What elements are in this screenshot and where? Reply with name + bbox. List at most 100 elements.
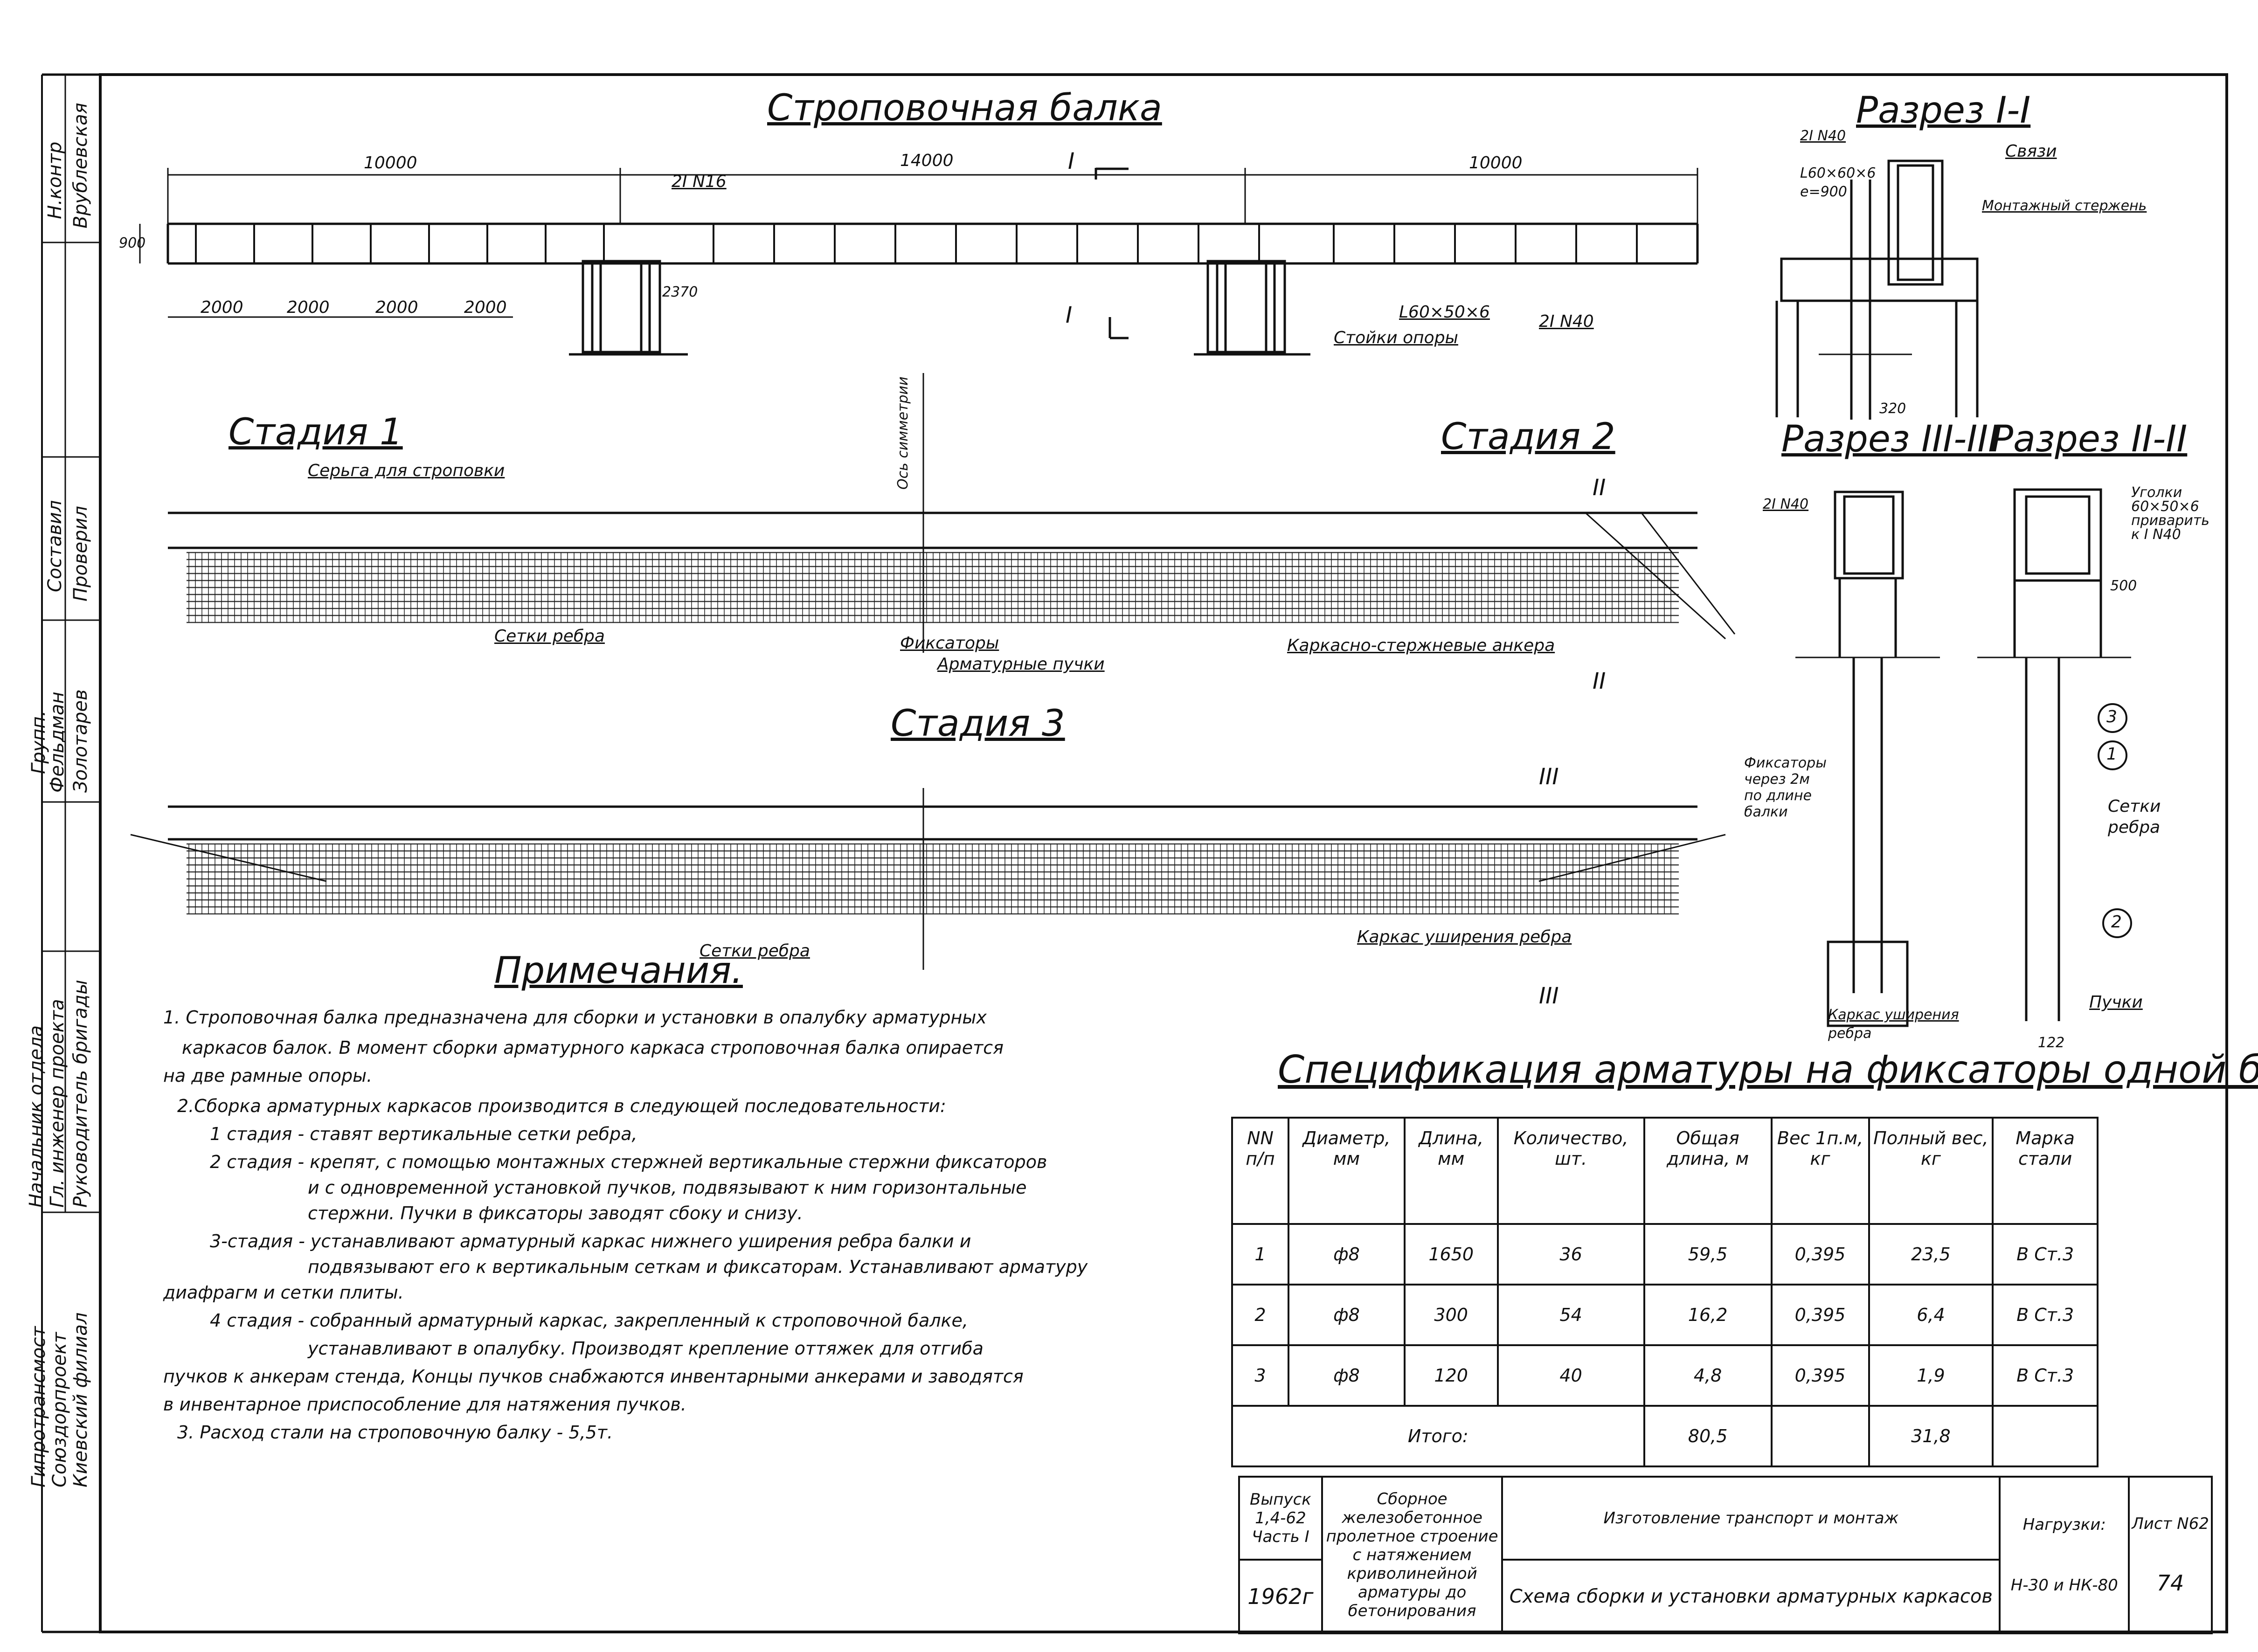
callout-2: 2 xyxy=(2111,912,2122,932)
spec-cell: 0,395 xyxy=(1770,1284,1870,1346)
sec3-frame-2: ребра xyxy=(1828,1025,1872,1042)
spec-cell: 1,9 xyxy=(1868,1344,1994,1407)
spec-header: Полный вес, кг xyxy=(1868,1117,1994,1225)
spec-cell: 1 xyxy=(1231,1223,1289,1286)
note-line: каркасов балок. В момент сборки арматурн… xyxy=(182,1037,1004,1058)
dim-122: 122 xyxy=(2038,1035,2065,1051)
sidebar-brigade: Руководитель бригады xyxy=(70,980,91,1208)
sidebar-inspector: Н.контр xyxy=(44,141,66,219)
sec2-corner-1: Уголки xyxy=(2131,484,2182,501)
spec-header: Количество, шт. xyxy=(1496,1117,1645,1225)
label-i16: 2I N16 xyxy=(672,172,727,191)
sec3-frame-1: Каркас уширения xyxy=(1828,1007,1959,1023)
note-line: диафрагм и сетки плиты. xyxy=(163,1282,404,1303)
dim-2000-1: 2000 xyxy=(201,298,243,317)
sec2-nets-1: Сетки xyxy=(2108,797,2161,816)
dim-320: 320 xyxy=(1879,401,1906,417)
sec1-angle: L60×60×6 xyxy=(1800,165,1876,181)
stamp-loads-value: Н-30 и НК-80 xyxy=(2010,1576,2118,1595)
spec-cell: В Ст.3 xyxy=(1992,1223,2099,1286)
spec-cell: 40 xyxy=(1496,1344,1645,1407)
sec3-fix-4: балки xyxy=(1744,804,1788,820)
note-line: устанавливают в опалубку. Производят кре… xyxy=(308,1338,984,1359)
spec-cell: 300 xyxy=(1403,1284,1499,1346)
section-1-title: Разрез I-I xyxy=(1856,90,2031,131)
spec-header: Вес 1п.м, кг xyxy=(1770,1117,1870,1225)
sec3-fix-3: по длине xyxy=(1744,788,1812,804)
spec-cell: 54 xyxy=(1496,1284,1645,1346)
dim-2000-3: 2000 xyxy=(375,298,418,317)
spec-cell: 2 xyxy=(1231,1284,1289,1346)
label-fixators: Фиксаторы xyxy=(900,634,999,653)
dim-500: 500 xyxy=(2110,578,2137,594)
spec-total-label: Итого: xyxy=(1231,1405,1645,1467)
sec2-corner-2: 60×50×6 xyxy=(2131,498,2199,515)
label-bundles: Арматурные пучки xyxy=(937,655,1105,674)
label-rib-nets-3: Сетки ребра xyxy=(700,941,810,961)
stamp-section: Изготовление транспорт и монтаж xyxy=(1501,1476,2001,1561)
section-2-2 xyxy=(1977,488,2132,1021)
spec-cell: ф8 xyxy=(1287,1223,1406,1286)
note-line: 3. Расход стали на строповочную балку - … xyxy=(177,1422,613,1443)
dim-2370: 2370 xyxy=(662,284,698,300)
stamp-sheet: Лист N62 74 xyxy=(2128,1476,2213,1634)
stamp-loads: Нагрузки: Н-30 и НК-80 xyxy=(1999,1476,2130,1634)
spec-header: Общая длина, м xyxy=(1643,1117,1773,1225)
sidebar-org-3: Киевский филиал xyxy=(70,1312,91,1487)
note-line: 3-стадия - устанавливают арматурный карк… xyxy=(210,1231,971,1251)
section-1-marker-top: I xyxy=(1068,148,1075,174)
sidebar-compiler: Составил xyxy=(44,500,66,592)
spec-header-row: NN п/п Диаметр, мм Длина, мм Количество,… xyxy=(1231,1117,2099,1225)
spec-cell: 59,5 xyxy=(1643,1223,1773,1286)
section-1-marker-bottom: I xyxy=(1066,302,1073,328)
section-3-marker-bottom: III xyxy=(1539,983,1559,1009)
label-i40: 2I N40 xyxy=(1539,312,1594,331)
sheet-frame xyxy=(99,73,2228,1633)
note-line: 4 стадия - собранный арматурный каркас, … xyxy=(210,1310,968,1331)
dim-10000-left: 10000 xyxy=(364,153,417,173)
label-earring: Серьга для строповки xyxy=(308,461,505,480)
stamp-loads-label: Нагрузки: xyxy=(2023,1515,2106,1534)
note-line: пучков к анкерам стенда, Концы пучков сн… xyxy=(163,1366,1024,1387)
spec-total-row: Итого: 80,5 31,8 xyxy=(1231,1405,2099,1467)
sec2-corner-3: приварить xyxy=(2131,512,2210,529)
sidebar-dept-head: Начальник отдела xyxy=(26,1025,47,1208)
stage-3-title: Стадия 3 xyxy=(891,703,1065,745)
sidebar-org-1: Гипротрансмост xyxy=(28,1326,49,1487)
sec2-corner-4: к I N40 xyxy=(2131,526,2181,543)
note-line: в инвентарное приспособление для натяжен… xyxy=(163,1394,686,1415)
dim-2000-4: 2000 xyxy=(464,298,507,317)
spec-cell: 23,5 xyxy=(1868,1223,1994,1286)
note-line: подвязывают его к вертикальным сеткам и … xyxy=(308,1257,1088,1277)
sidebar-inspector-name: Врублевская xyxy=(70,103,91,228)
label-axis: Ось симметрии xyxy=(895,376,911,490)
main-beam xyxy=(139,167,1699,356)
spec-title: Спецификация арматуры на фиксаторы одной… xyxy=(1278,1048,2258,1092)
sec1-links: Связи xyxy=(2005,142,2057,161)
dim-10000-right: 10000 xyxy=(1469,153,1523,173)
callout-1: 1 xyxy=(2106,745,2117,764)
sec3-fix-1: Фиксаторы xyxy=(1744,755,1827,771)
section-3-marker-top: III xyxy=(1539,764,1559,790)
sidebar-chief-engineer: Гл. инженер проекта xyxy=(47,999,68,1208)
label-frame-widen: Каркас уширения ребра xyxy=(1357,927,1572,947)
spec-header: Диаметр, мм xyxy=(1287,1117,1406,1225)
sec3-fix-2: через 2м xyxy=(1744,771,1810,788)
label-angle: L60×50×6 xyxy=(1399,303,1490,322)
stamp-year: 1962г xyxy=(1238,1559,1323,1634)
spec-cell: 3 xyxy=(1231,1344,1289,1407)
note-line: и с одновременной установкой пучков, под… xyxy=(308,1177,1027,1198)
sidebar-group-name-2: Золотарев xyxy=(70,689,91,793)
note-line: 2 стадия - крепят, с помощью монтажных с… xyxy=(210,1152,1047,1172)
note-line: на две рамные опоры. xyxy=(163,1065,373,1086)
sec2-nets-2: ребра xyxy=(2108,818,2161,837)
sec1-rod: Монтажный стержень xyxy=(1982,198,2147,214)
table-row: 3 ф8 120 40 4,8 0,395 1,9 В Ст.3 xyxy=(1231,1344,2099,1407)
spec-cell: 0,395 xyxy=(1770,1344,1870,1407)
note-line: 2.Сборка арматурных каркасов производитс… xyxy=(177,1096,946,1116)
spec-header: Длина, мм xyxy=(1403,1117,1499,1225)
note-line: стержни. Пучки в фиксаторы заводят сбоку… xyxy=(308,1203,803,1223)
sec1-i40: 2I N40 xyxy=(1800,128,1846,144)
section-2-marker-bottom: II xyxy=(1593,668,1606,694)
